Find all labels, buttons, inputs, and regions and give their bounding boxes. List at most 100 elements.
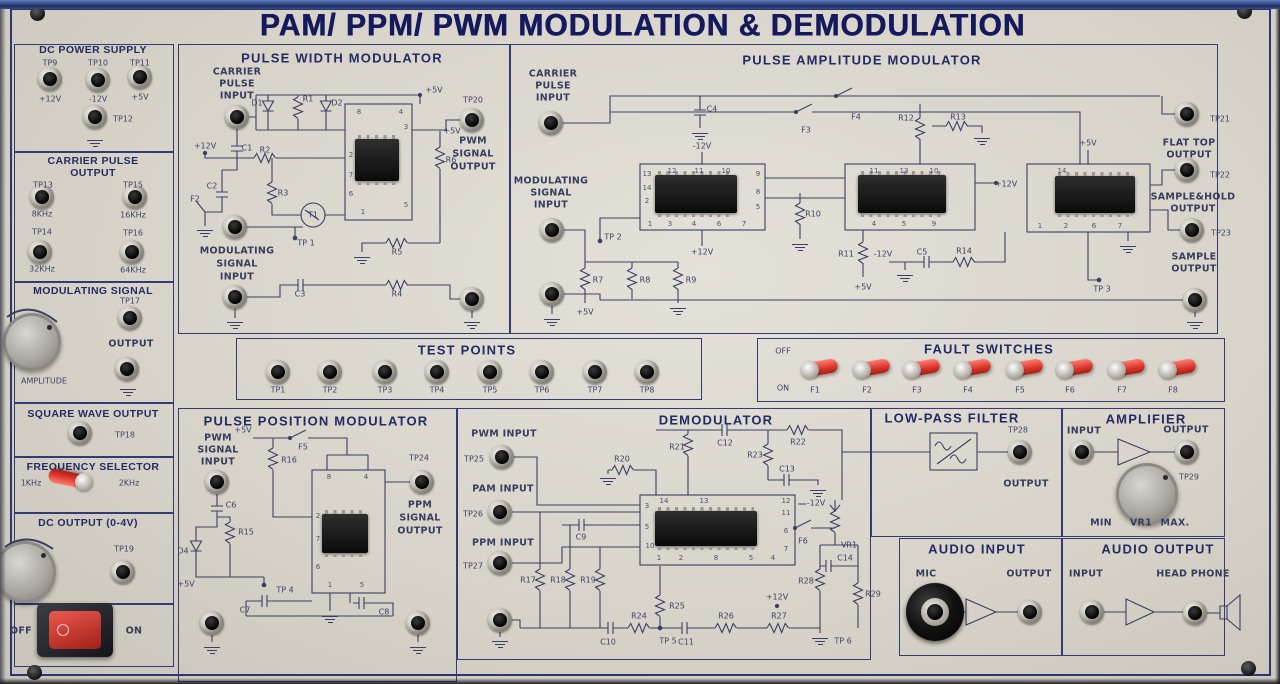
panel-label: 8 [356,108,362,116]
panel-label: C6 [225,500,237,510]
panel-label: 6 [1091,222,1097,230]
panel-label: 8 [755,188,761,196]
panel-label: C5 [916,247,928,257]
tp1-jack[interactable] [266,360,290,384]
tp18-jack[interactable] [68,421,92,445]
tp24-ppm-output-jack[interactable] [410,470,434,494]
tp20-pwm-output-jack[interactable] [460,108,484,132]
ground-symbol-icon [809,490,827,500]
tp8-jack[interactable] [635,360,659,384]
pam-modulating-input-jack[interactable] [540,218,564,242]
tp14-32khz-jack[interactable] [28,240,52,264]
panel-label: R7 [592,275,604,285]
ground-symbol-icon [226,322,244,332]
board-title: PAM/ PPM/ PWM MODULATION & DEMODULATION [259,8,1026,43]
tp17-jack[interactable] [118,306,142,330]
panel-label: TP 5 [659,636,677,646]
tp6-jack[interactable] [530,360,554,384]
section-pulse-amplitude-modulator [510,44,1218,334]
panel-label: C1 [241,143,253,153]
pwm-carrier-input-jack[interactable] [225,105,249,129]
panel-label: +12V [994,179,1018,189]
pam-carrier-input-jack[interactable] [539,111,563,135]
panel-label: ON [776,383,790,393]
panel-label: INPUT [1068,568,1104,580]
tp29-amplifier-output-jack[interactable] [1175,440,1199,464]
tp11-jack[interactable] [128,65,152,89]
tp22-sample-hold-jack[interactable] [1175,158,1199,182]
tp23-sample-jack[interactable] [1180,218,1204,242]
panel-label: C3 [294,289,306,299]
tp12-ground-jack[interactable] [83,105,107,129]
panel-label: 5 [403,201,409,209]
mic-input-jack[interactable] [906,583,964,641]
panel-label: SIGNAL [399,512,441,524]
tp7-jack[interactable] [583,360,607,384]
tp5-jack[interactable] [478,360,502,384]
panel-label: R6 [445,155,457,165]
panel-label: 13 [899,167,909,175]
panel-label: 4 [398,108,404,116]
ppm-pwm-input-jack[interactable] [205,470,229,494]
pam-output-ground-jack[interactable] [1183,288,1207,312]
modulating-output-jack[interactable] [115,357,139,381]
panel-label: F5 [298,442,308,452]
panel-label: R25 [669,601,685,611]
low-pass-filter-title: LOW-PASS FILTER [884,410,1020,426]
headphone-jack[interactable] [1183,601,1207,625]
ppm-ground-jack-left[interactable] [200,611,224,635]
audio-input-output-jack[interactable] [1018,600,1042,624]
panel-label: +12V [690,247,714,257]
panel-label: PAM INPUT [472,483,534,495]
panel-label: TP20 [463,95,483,105]
panel-label: 5 [644,523,650,531]
pam-ground-jack[interactable] [540,282,564,306]
audio-output-input-jack[interactable] [1080,600,1104,624]
amplifier-volume-knob[interactable] [1116,463,1178,525]
amplitude-knob[interactable] [3,313,61,371]
panel-label: TP18 [115,430,135,440]
panel-label: D2 [331,98,343,108]
panel-label: D1 [251,98,263,108]
tp16-64khz-jack[interactable] [120,240,144,264]
dc-output-knob[interactable] [0,541,56,603]
board-bottom-edge [0,678,1280,684]
pwm-modulating-input-jack[interactable] [223,215,247,239]
tp26-pam-input-jack[interactable] [488,500,512,524]
pwm-output-ground-jack[interactable] [460,287,484,311]
tp13-8khz-jack[interactable] [30,185,54,209]
panel-label: -12V [873,249,893,259]
tp4-jack[interactable] [425,360,449,384]
tp9-jack[interactable] [38,67,62,91]
demod-ground-jack[interactable] [488,608,512,632]
tp15-16khz-jack[interactable] [123,185,147,209]
tp3-jack[interactable] [373,360,397,384]
panel-label: 6 [783,527,789,535]
amplifier-input-jack[interactable] [1070,440,1094,464]
panel-label: R19 [580,575,596,585]
panel-label: TP2 [322,385,338,395]
panel-label: C4 [706,104,718,114]
tp21-flat-top-jack[interactable] [1175,102,1199,126]
panel-label: TP 3 [1093,284,1111,294]
panel-label: TP11 [130,58,150,68]
panel-label: TP9 [42,58,58,68]
panel-label: TP24 [409,453,429,463]
tp28-lpf-output-jack[interactable] [1008,440,1032,464]
tp10-jack[interactable] [86,68,110,92]
ground-symbol-icon [973,138,991,148]
pwm-ground-jack[interactable] [223,285,247,309]
tp2-jack[interactable] [318,360,342,384]
panel-label: TP8 [639,385,655,395]
panel-label: 5 [901,220,907,228]
power-rocker-switch[interactable] [37,603,113,657]
ppm-ground-jack-right[interactable] [406,611,430,635]
tp27-ppm-input-jack[interactable] [488,551,512,575]
tp25-pwm-input-jack[interactable] [490,445,514,469]
panel-label: +5V [425,85,443,95]
ground-symbol-icon [791,244,809,254]
tp19-jack[interactable] [111,560,135,584]
power-rocker-button[interactable] [49,611,101,649]
panel-label: TP23 [1211,228,1231,238]
panel-label: R29 [865,589,881,599]
